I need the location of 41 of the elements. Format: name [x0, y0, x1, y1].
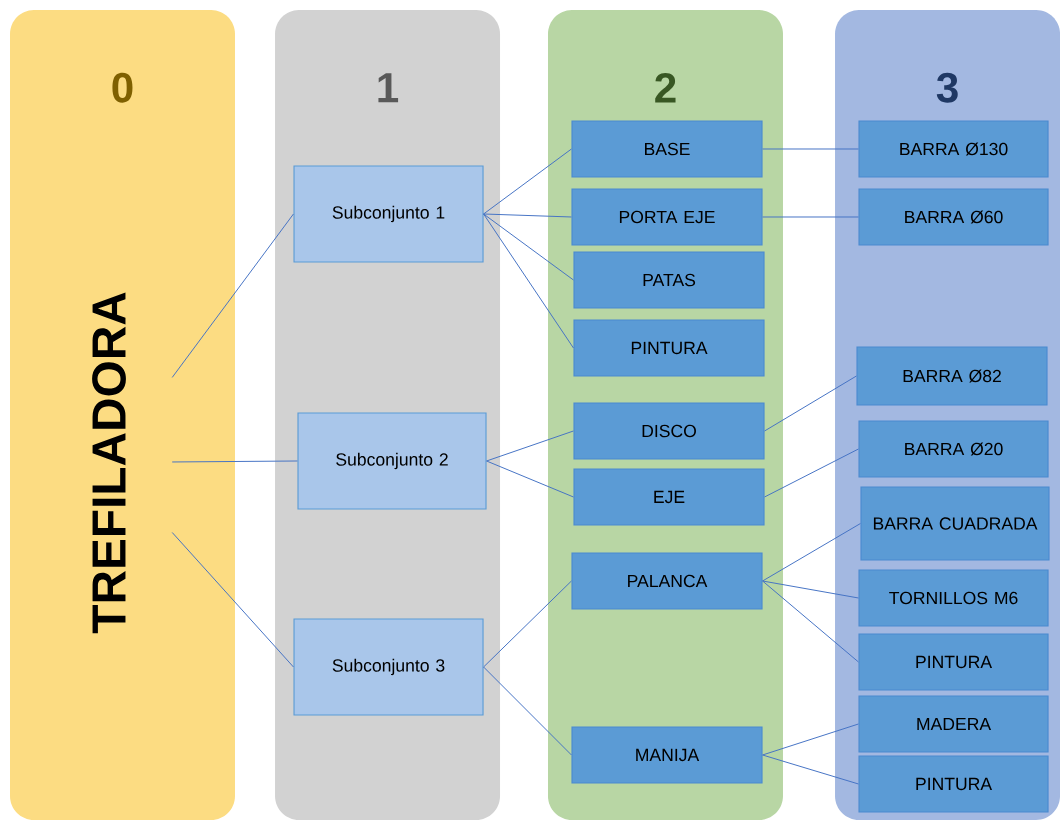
title-text: TREFILADORA: [92, 292, 126, 634]
process-box: BARRA Ø60: [858, 188, 1049, 246]
process-box: PATAS: [573, 251, 765, 309]
connector-line: [483, 148, 572, 215]
connector-line: [764, 375, 857, 432]
connector-line: [483, 213, 574, 281]
connector-line: [483, 213, 574, 349]
connector-line: [762, 580, 859, 599]
process-box: PINTURA: [573, 319, 765, 377]
process-box: EJE: [573, 468, 765, 526]
process-box: MANIJA: [571, 726, 763, 784]
connector-line: [171, 460, 298, 463]
process-box: Subconjunto 2: [297, 412, 487, 510]
connector-line: [483, 213, 572, 218]
process-box: BARRA CUADRADA: [860, 486, 1050, 561]
process-box: PINTURA: [858, 633, 1049, 691]
connector-line: [762, 580, 859, 663]
process-box: PINTURA: [858, 755, 1049, 813]
connector-line: [764, 448, 859, 498]
connector-line: [486, 430, 574, 462]
process-box: PALANCA: [571, 552, 763, 610]
process-box: PORTA EJE: [571, 188, 763, 246]
process-box: Subconjunto 1: [293, 165, 484, 263]
connector-line: [171, 532, 294, 668]
process-box: DISCO: [573, 402, 765, 460]
connector-line: [762, 754, 859, 785]
connector-line: [762, 216, 859, 218]
process-box: BARRA Ø130: [858, 120, 1049, 178]
connector-line: [762, 148, 859, 150]
process-box: BARRA Ø82: [856, 346, 1048, 406]
process-box: BARRA Ø20: [858, 420, 1049, 478]
connector-line: [486, 460, 574, 498]
connector-line: [762, 723, 859, 756]
process-box: TORNILLOS M6: [858, 569, 1049, 627]
process-box: MADERA: [858, 695, 1049, 753]
connector-line: [483, 580, 572, 668]
connector-line: [762, 523, 861, 582]
process-box: Subconjunto 3: [293, 618, 484, 716]
connector-line: [483, 666, 572, 756]
process-box: BASE: [571, 120, 763, 178]
connector-line: [171, 213, 294, 378]
